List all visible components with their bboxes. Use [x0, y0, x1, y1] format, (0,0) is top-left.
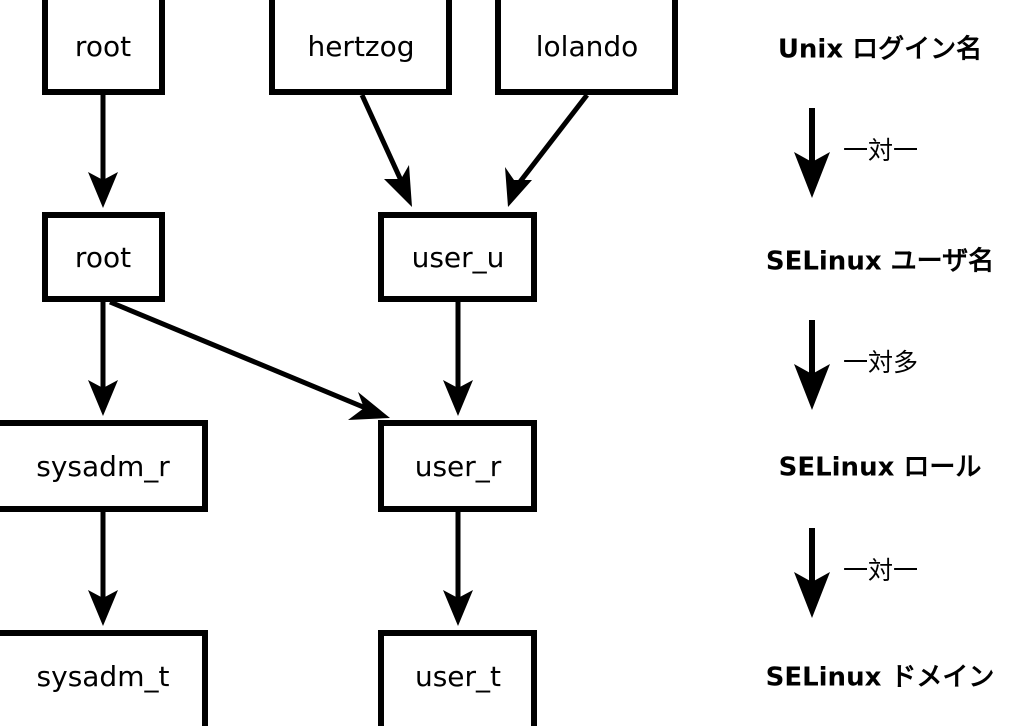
node-label: sysadm_t — [37, 660, 170, 693]
legend-relation-one-to-one-domain: 一対一 — [794, 528, 918, 618]
node-unix-root[interactable]: root — [42, 0, 165, 95]
node-selinux-user-root[interactable]: root — [42, 212, 165, 302]
node-label: user_t — [415, 660, 501, 693]
legend-level-selinux-user: SELinux ユーザ名 — [766, 246, 994, 277]
node-domain-user-t[interactable]: user_t — [378, 630, 537, 726]
legend-cardinality-label: 一対一 — [843, 556, 918, 585]
legend-cardinality-label: 一対多 — [843, 348, 918, 377]
node-unix-hertzog[interactable]: hertzog — [269, 0, 452, 95]
node-role-user-r[interactable]: user_r — [378, 420, 537, 512]
legend-level-selinux-domain: SELinux ドメイン — [766, 663, 995, 693]
edge-seuser-root-to-user-r — [109, 299, 390, 420]
edge-user-r-to-user-t — [443, 512, 473, 626]
legend-relation-one-to-many-role: 一対多 — [794, 320, 918, 410]
edge-seuser-root-to-sysadm-r — [88, 302, 118, 416]
edge-unix-lolando-to-user-u — [505, 93, 589, 207]
legend-level-unix-login: Unix ログイン名 — [778, 34, 982, 65]
node-label: sysadm_r — [36, 450, 170, 483]
node-label: user_r — [415, 450, 502, 483]
legend-cardinality-label: 一対一 — [843, 136, 918, 165]
edge-layer — [88, 93, 589, 626]
node-label: root — [75, 30, 131, 63]
node-unix-lolando[interactable]: lolando — [495, 0, 678, 95]
legend-column: Unix ログイン名 一対一 SELinux ユーザ名 一対多 SELinux … — [766, 34, 995, 693]
edge-user-u-to-user-r — [443, 302, 473, 416]
node-label: user_u — [412, 241, 505, 274]
edge-unix-root-to-seuser-root — [88, 95, 118, 208]
node-domain-sysadm-t[interactable]: sysadm_t — [0, 630, 208, 726]
node-role-sysadm-r[interactable]: sysadm_r — [0, 420, 208, 512]
legend-relation-one-to-one-user: 一対一 — [794, 108, 918, 198]
node-label: root — [75, 241, 131, 274]
node-selinux-user-user-u[interactable]: user_u — [378, 212, 537, 302]
legend-level-selinux-role: SELinux ロール — [779, 453, 982, 483]
edge-sysadm-r-to-sysadm-t — [88, 512, 118, 626]
node-label: lolando — [536, 30, 639, 63]
node-layer: root hertzog lolando root user_u sysadm_ — [0, 0, 678, 726]
edge-unix-hertzog-to-user-u — [359, 93, 412, 207]
node-label: hertzog — [307, 30, 414, 63]
